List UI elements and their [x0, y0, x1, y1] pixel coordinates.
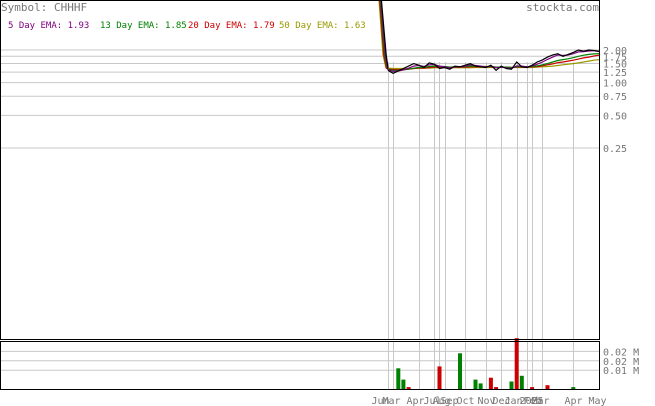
x-tick-label: Dec — [492, 396, 510, 406]
volume-bar — [406, 387, 411, 389]
volume-bar — [458, 353, 462, 389]
volume-bar — [396, 368, 401, 389]
volume-tick-label: 0.02 M — [603, 347, 639, 358]
x-tick-label: Oct — [456, 396, 474, 406]
price-tick-label: 1.00 — [603, 79, 627, 90]
site-label: stockta.com — [526, 1, 599, 14]
volume-bar — [509, 381, 514, 389]
volume-bar — [545, 385, 550, 389]
price-tick-label: 2.00 — [603, 46, 627, 57]
history-line — [380, 0, 389, 71]
legend-item: 13 Day EMA: 1.85 — [100, 21, 187, 31]
x-tick-label: Aug — [432, 396, 450, 406]
price-tick-label: 0.75 — [603, 92, 627, 103]
volume-bar — [401, 379, 406, 389]
x-tick-label: Mar — [531, 396, 549, 406]
volume-tick-label: 0.02 M — [603, 357, 639, 368]
price-grid — [1, 49, 600, 339]
volume-bar — [478, 383, 483, 389]
x-tick-label: Jul — [423, 396, 441, 406]
volume-bar — [519, 375, 524, 389]
symbol-label: Symbol: CHHHF — [1, 1, 87, 14]
price-tick-label: 0.50 — [603, 111, 627, 122]
volume-bars — [396, 338, 576, 389]
legend-item: 20 Day EMA: 1.79 — [188, 21, 275, 31]
price-tick-label: 1.75 — [603, 52, 627, 63]
history-line — [379, 0, 388, 70]
volume-bar — [571, 387, 576, 389]
series-line-price — [387, 49, 600, 74]
volume-bar — [488, 377, 493, 389]
price-lines — [378, 0, 600, 74]
x-tick-label: Apr — [406, 396, 424, 406]
volume-bar — [530, 387, 535, 389]
x-tick-label: May — [588, 396, 606, 406]
x-tick-label: Jun — [371, 396, 389, 406]
volume-tick-label: 0.01 M — [603, 366, 639, 377]
x-tick-label: Apr — [564, 396, 582, 406]
price-tick-label: 1.50 — [603, 60, 627, 71]
x-tick-label: Jan — [504, 396, 522, 406]
legend-item: 5 Day EMA: 1.93 — [8, 21, 89, 31]
x-tick-label: 2025 — [519, 396, 543, 406]
volume-tick-labels: 0.02 M0.02 M0.01 M — [603, 347, 639, 377]
volume-bar — [514, 338, 519, 389]
price-tick-label: 1.25 — [603, 68, 627, 79]
price-panel-frame — [0, 0, 600, 340]
legend-item: 50 Day EMA: 1.63 — [279, 21, 366, 31]
x-tick-label: Mar — [382, 396, 400, 406]
x-tick-label: Feb — [523, 396, 541, 406]
volume-bar — [437, 366, 442, 389]
volume-bar — [494, 387, 499, 389]
x-tick-label: Nov — [477, 396, 495, 406]
x-tick-label: Sep — [440, 396, 458, 406]
history-line — [379, 0, 388, 70]
volume-bar — [473, 379, 478, 389]
volume-panel-frame — [0, 341, 600, 390]
price-tick-labels: 2.001.751.501.251.00 0.75 0.50 0.25 — [603, 46, 627, 155]
price-tick-label: 0.25 — [603, 144, 627, 155]
